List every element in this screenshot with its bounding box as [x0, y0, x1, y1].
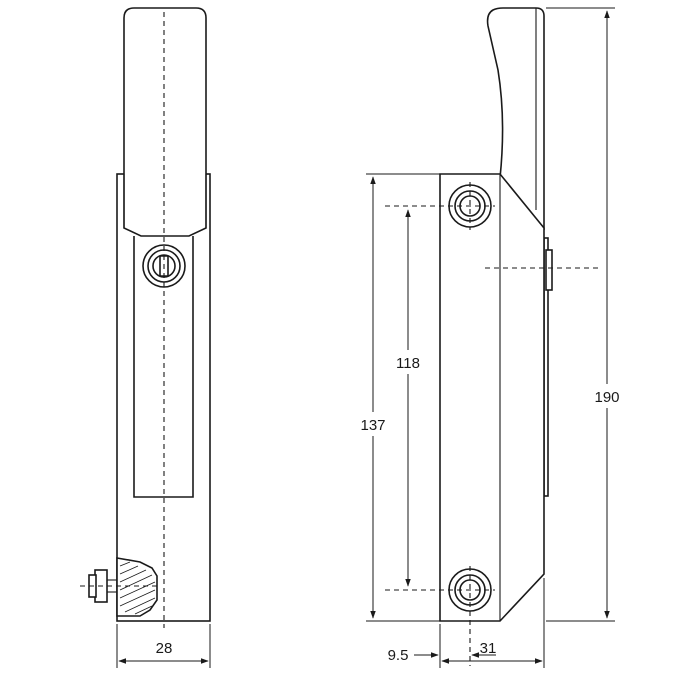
side-view: 118 137 190 31 9.5 — [354, 7, 628, 668]
front-handle — [123, 7, 207, 237]
side-housing — [439, 173, 545, 622]
dimension-label-137: 137 — [360, 417, 385, 434]
dimension-label-190: 190 — [594, 389, 619, 406]
dimension-label-118: 118 — [396, 355, 420, 372]
dimension-label-28: 28 — [156, 640, 173, 657]
front-side-screw — [88, 557, 158, 617]
front-view: 28 — [80, 7, 211, 668]
dimension-label-31: 31 — [480, 640, 497, 657]
dimension-label-9-5: 9.5 — [388, 647, 409, 664]
front-slot — [133, 236, 194, 498]
